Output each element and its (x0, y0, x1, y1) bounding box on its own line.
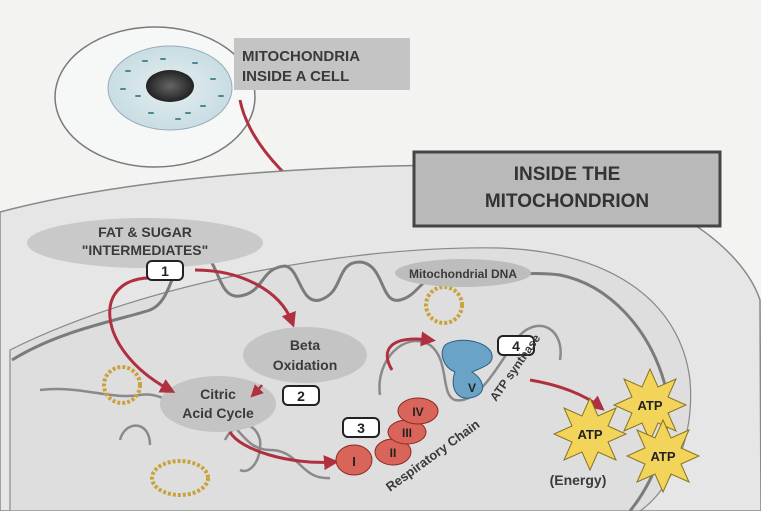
cell-label-line2: INSIDE A CELL (242, 68, 349, 85)
mito-dna-oval: Mitochondrial DNA (395, 259, 531, 287)
beta-line2: Oxidation (273, 357, 338, 373)
cell-illustration (55, 27, 255, 167)
cell-label-line1: MITOCHONDRIA (242, 48, 360, 65)
svg-text:1: 1 (161, 263, 169, 279)
beta-oxidation-oval: Beta Oxidation (243, 327, 367, 383)
fat-sugar-line1: FAT & SUGAR (98, 224, 192, 240)
svg-text:III: III (402, 426, 412, 440)
cell-label-box: MITOCHONDRIA INSIDE A CELL (234, 38, 410, 90)
title-line2: MITOCHONDRION (485, 191, 649, 212)
mito-dna-label: Mitochondrial DNA (409, 267, 517, 281)
step-badge-3: 3 (343, 418, 379, 437)
complex-iv: IV (398, 398, 438, 424)
fat-sugar-oval: FAT & SUGAR "INTERMEDIATES" (27, 218, 263, 268)
svg-text:IV: IV (412, 405, 423, 419)
svg-text:ATP: ATP (637, 398, 662, 413)
svg-text:ATP: ATP (577, 427, 602, 442)
title-box: INSIDE THE MITOCHONDRION (414, 152, 720, 226)
citric-line2: Acid Cycle (182, 405, 254, 421)
title-line1: INSIDE THE (514, 164, 621, 185)
atp-star-1: ATP (614, 369, 686, 441)
citric-acid-oval: Citric Acid Cycle (160, 376, 276, 432)
atp-star-2: ATP (554, 398, 626, 470)
nucleus (146, 70, 194, 102)
energy-label: (Energy) (550, 472, 607, 488)
svg-text:I: I (352, 454, 356, 469)
beta-line1: Beta (290, 337, 321, 353)
citric-line1: Citric (200, 386, 236, 402)
step-badge-2: 2 (283, 386, 319, 405)
svg-text:II: II (390, 446, 397, 460)
svg-text:2: 2 (297, 388, 305, 404)
svg-text:V: V (468, 381, 476, 395)
atp-star-3: ATP (627, 420, 699, 492)
fat-sugar-line2: "INTERMEDIATES" (82, 242, 209, 258)
step-badge-1: 1 (147, 261, 183, 280)
svg-text:3: 3 (357, 420, 365, 436)
complex-i: I (336, 445, 372, 475)
svg-text:ATP: ATP (650, 449, 675, 464)
